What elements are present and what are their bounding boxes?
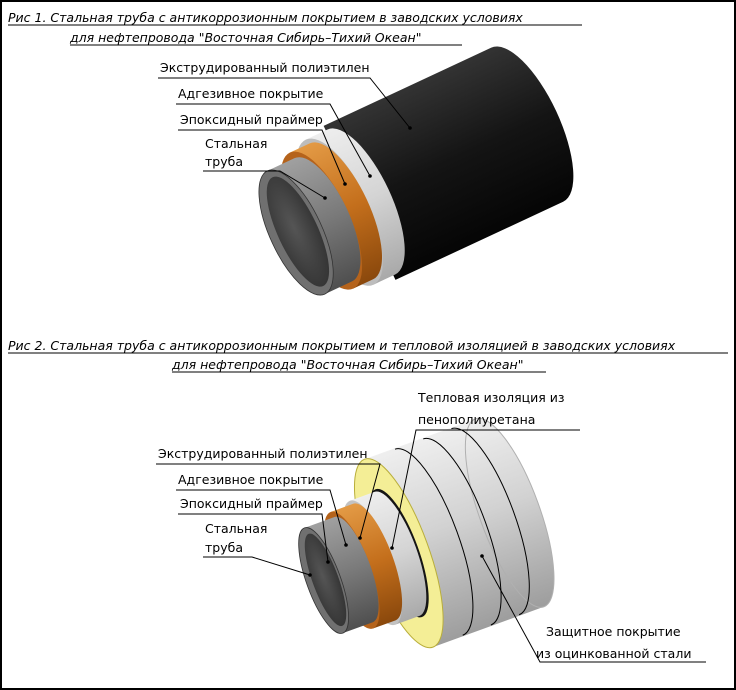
leader-dot — [344, 543, 348, 547]
pipe-2 — [298, 417, 555, 649]
leader-dot — [323, 196, 327, 200]
leader-dot — [326, 560, 330, 564]
leader-dot — [390, 546, 394, 550]
label-pe: Экструдированный полиэтилен — [160, 60, 370, 75]
leader-pe — [158, 77, 411, 129]
leader-primer-2 — [178, 513, 329, 563]
label-jacket-line-2: из оцинкованной стали — [536, 646, 691, 661]
label-steel-line-1: Стальная — [205, 136, 267, 151]
figure-1-caption-line-2: для нефтепровода "Восточная Сибирь–Тихий… — [69, 30, 421, 45]
label-pe-2: Экструдированный полиэтилен — [158, 446, 368, 461]
leader-adhesive-2 — [176, 489, 347, 546]
label-insulation-line-2: пенополиуретана — [418, 412, 535, 427]
leader-primer — [178, 129, 346, 185]
figure-2-caption-line-2: для нефтепровода "Восточная Сибирь–Тихий… — [171, 357, 523, 372]
leader-adhesive — [176, 103, 371, 177]
figure-1: Рис 1. Стальная труба с антикоррозионным… — [8, 10, 582, 296]
label-primer-2: Эпоксидный праймер — [180, 496, 323, 511]
label-insulation-line-1: Тепловая изоляция из — [417, 390, 564, 405]
leader-jacket — [481, 555, 706, 663]
label-adhesive: Адгезивное покрытие — [178, 86, 324, 101]
pipe-1 — [258, 46, 574, 296]
label-steel-2-line-2: труба — [205, 540, 243, 555]
leader-dot — [358, 536, 362, 540]
figure-2-caption-line-1: Рис 2. Стальная труба с антикоррозионным… — [8, 338, 676, 353]
leader-steel-2 — [203, 556, 311, 576]
figure-1-caption-line-1: Рис 1. Стальная труба с антикоррозионным… — [8, 10, 523, 25]
label-steel-2-line-1: Стальная — [205, 521, 267, 536]
label-adhesive-2: Адгезивное покрытие — [178, 472, 324, 487]
leader-dot — [408, 126, 412, 130]
pipe-bore — [266, 176, 330, 287]
jacket-layer-body — [364, 418, 554, 648]
leader-insulation — [391, 429, 580, 549]
label-steel-line-2: труба — [205, 154, 243, 169]
pipe-bore — [304, 533, 347, 627]
leader-pe-2 — [156, 463, 381, 539]
jacket-seam — [451, 427, 530, 616]
label-jacket-line-1: Защитное покрытие — [546, 624, 681, 639]
leader-dot — [368, 174, 372, 178]
jacket-seam — [423, 437, 502, 626]
figure-2: Рис 2. Стальная труба с антикоррозионным… — [8, 338, 728, 663]
label-primer: Эпоксидный праймер — [180, 112, 323, 127]
leader-dot — [343, 182, 347, 186]
leader-dot — [308, 573, 312, 577]
leader-dot — [480, 554, 484, 558]
leader-steel — [203, 170, 326, 199]
jacket-rim — [464, 417, 555, 608]
